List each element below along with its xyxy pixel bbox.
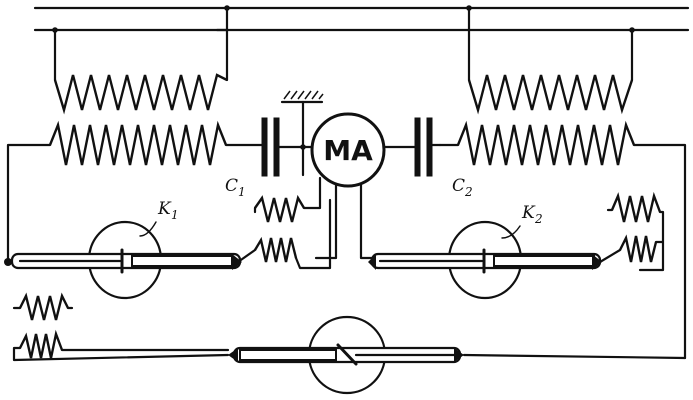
filament-transformer-3-primary	[18, 292, 70, 321]
kenotron-1-label: K	[157, 199, 172, 219]
kenotron-1-filament	[131, 255, 233, 267]
filament-transformer-2-secondary	[618, 234, 658, 263]
milliammeter	[310, 112, 386, 188]
kenotron-2-label-leader	[501, 225, 521, 239]
filament-transformer-2-primary	[610, 191, 662, 223]
transformer-1-secondary-coil	[48, 120, 228, 166]
transformer-1-primary	[53, 6, 229, 82]
transformer-2-primary-coil	[467, 74, 634, 115]
kenotron-1-terminal	[4, 258, 12, 266]
transformer-1-primary-coil	[53, 73, 228, 115]
kenotron-2-end-cap	[592, 254, 602, 270]
capacitor-1-plate	[261, 117, 268, 177]
filament-2-wires	[598, 208, 665, 272]
xray-tube-end-cap	[228, 348, 238, 362]
capacitor-2-plate	[426, 117, 433, 177]
xray-tube-end-cap	[454, 348, 464, 362]
capacitor-2-wire	[382, 143, 442, 149]
filament-3-wires	[12, 306, 230, 362]
filament-transformer-1-primary	[254, 194, 306, 223]
kenotron-2-subscript: 2	[534, 212, 543, 226]
kenotron-1-end-cap	[232, 254, 242, 270]
filament-transformer-1-secondary	[253, 236, 298, 263]
xray-tube-anticathode	[336, 343, 358, 366]
transformer-2-secondary-coil	[456, 120, 636, 166]
kenotron-2-label: K	[521, 203, 536, 223]
transformer-2-primary	[467, 6, 634, 82]
filament-1-wires	[236, 145, 332, 270]
meter-lead-right	[359, 183, 374, 260]
ground-hatch	[283, 90, 324, 100]
kenotron-1-label-leader	[139, 221, 157, 237]
secondary-1-wire	[6, 143, 264, 264]
capacitor-2-label: C	[452, 176, 465, 196]
kenotron-2-end-cap	[368, 254, 376, 270]
milliammeter-label: MA	[323, 134, 373, 167]
xray-tube-wire	[462, 353, 687, 360]
secondary-2-wire	[438, 143, 687, 360]
filament-transformer-3-secondary	[18, 329, 64, 359]
kenotron-1-subscript: 1	[171, 208, 179, 222]
capacitor-1-subscript: 1	[238, 185, 246, 199]
capacitor-1-label: C	[225, 176, 238, 196]
xray-tube-cathode	[239, 349, 337, 361]
meter-lead-left	[314, 183, 338, 260]
capacitor-2-subscript: 2	[464, 185, 473, 199]
kenotron-2-filament	[493, 255, 595, 267]
